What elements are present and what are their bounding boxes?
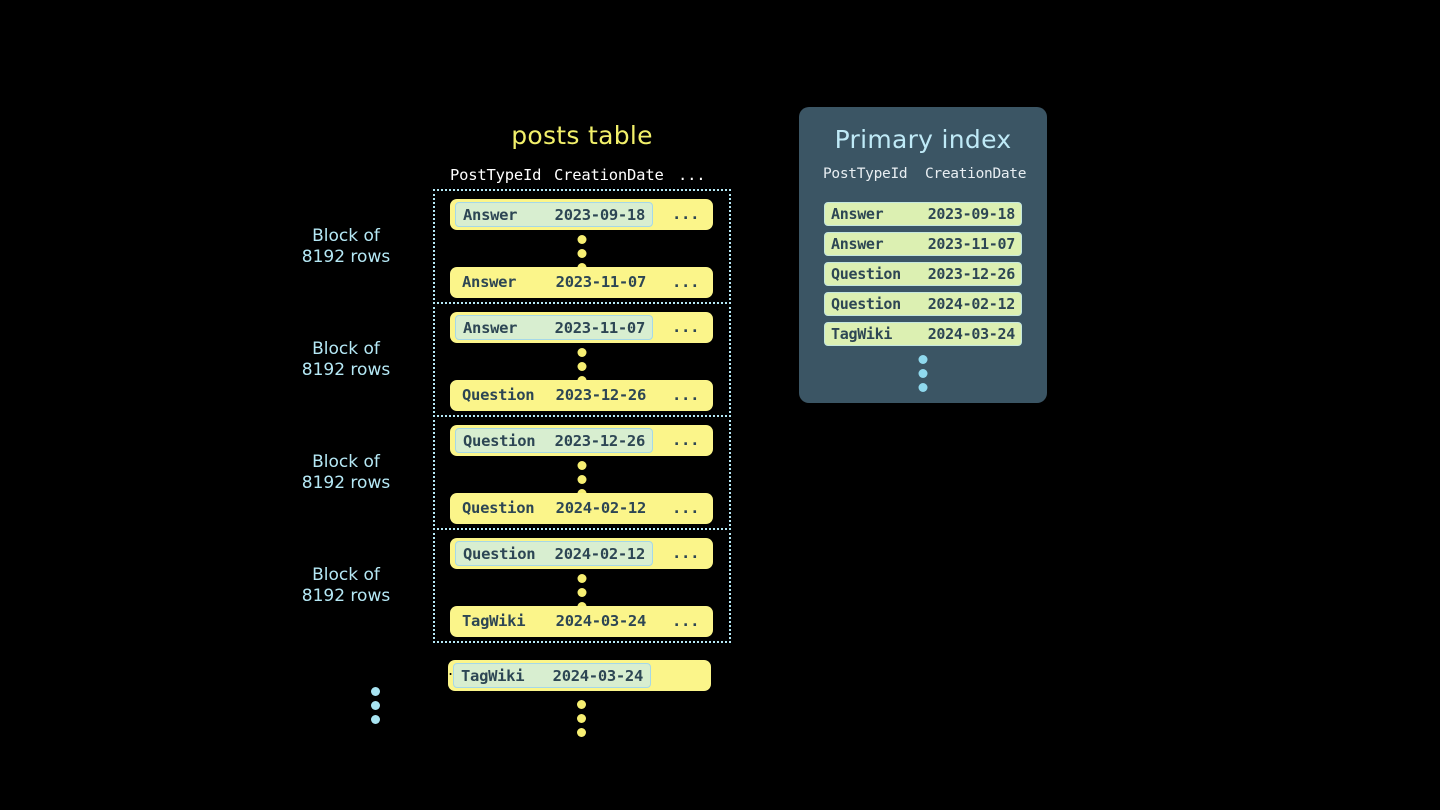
primary-index-title: Primary index [834, 125, 1012, 154]
cell-ellipsis: ... [672, 205, 700, 223]
row-key-group: TagWiki 2024-03-24 [455, 609, 653, 634]
table-row[interactable]: Answer 2023-09-18 ... [450, 199, 713, 230]
cell-posttypeid: Question [463, 432, 536, 450]
primary-index-column-headers: PostTypeId CreationDate [819, 166, 1027, 186]
blocks-continuation-ellipsis-icon [371, 687, 380, 724]
cell-posttypeid: Question [831, 295, 901, 313]
column-header-ellipsis: ... [678, 166, 706, 184]
cell-creationdate: 2023-12-26 [555, 386, 647, 404]
cell-posttypeid: Question [463, 545, 536, 563]
cell-creationdate: 2023-12-26 [554, 432, 646, 450]
index-row[interactable]: Question 2023-12-26 [824, 262, 1022, 286]
row-key-highlight: Answer 2023-11-07 [455, 315, 653, 340]
block-label: Block of 8192 rows [301, 564, 391, 606]
row-key-group: Question 2024-02-12 [455, 496, 653, 521]
table-row[interactable]: Answer 2023-11-07 ... [450, 312, 713, 343]
column-header-creationdate: CreationDate [925, 166, 1027, 182]
cell-creationdate: 2023-09-18 [927, 205, 1016, 223]
cell-posttypeid: Question [462, 386, 535, 404]
table-block: Block of 8192 rows Answer 2023-11-07 ...… [302, 302, 731, 417]
cell-creationdate: 2024-02-12 [555, 499, 647, 517]
cell-posttypeid: Answer [463, 319, 518, 337]
block-label: Block of 8192 rows [301, 225, 391, 267]
cell-creationdate: 2023-11-07 [927, 235, 1016, 253]
cell-creationdate: 2023-12-26 [927, 265, 1016, 283]
row-key-group: Question 2023-12-26 [455, 383, 653, 408]
cell-creationdate: 2023-11-07 [555, 273, 647, 291]
posts-table-blocks: Block of 8192 rows Answer 2023-09-18 ...… [302, 189, 731, 643]
index-row[interactable]: Answer 2023-09-18 [824, 202, 1022, 226]
cell-posttypeid: Question [462, 499, 535, 517]
cell-creationdate: 2023-09-18 [554, 206, 646, 224]
table-row[interactable]: TagWiki 2024-03-24 ... [448, 660, 711, 691]
table-row[interactable]: TagWiki 2024-03-24 ... [450, 606, 713, 637]
cell-creationdate: 2024-02-12 [927, 295, 1016, 313]
cell-ellipsis: ... [672, 318, 700, 336]
table-row[interactable]: Question 2024-02-12 ... [450, 538, 713, 569]
primary-index-panel: Primary index PostTypeId CreationDate An… [799, 107, 1047, 403]
cell-posttypeid: TagWiki [461, 667, 525, 685]
table-row[interactable]: Question 2024-02-12 ... [450, 493, 713, 524]
column-header-posttypeid: PostTypeId [450, 166, 542, 184]
table-block: Block of 8192 rows Question 2023-12-26 .… [302, 415, 731, 530]
cell-posttypeid: Answer [463, 206, 518, 224]
row-key-highlight: Question 2023-12-26 [455, 428, 653, 453]
cell-creationdate: 2024-03-24 [927, 325, 1016, 343]
index-row[interactable]: Answer 2023-11-07 [824, 232, 1022, 256]
table-block: Block of 8192 rows Answer 2023-09-18 ...… [302, 189, 731, 304]
cell-ellipsis: ... [672, 431, 700, 449]
row-key-highlight: TagWiki 2024-03-24 [453, 663, 651, 688]
posts-table-column-headers: PostTypeId CreationDate ... [450, 166, 713, 186]
cell-creationdate: 2024-03-24 [555, 612, 647, 630]
cell-creationdate: 2024-03-24 [552, 667, 644, 685]
block-label: Block of 8192 rows [301, 338, 391, 380]
posts-table-title: posts table [511, 121, 653, 150]
row-key-highlight: Answer 2023-09-18 [455, 202, 653, 227]
index-row[interactable]: Question 2024-02-12 [824, 292, 1022, 316]
row-key-highlight: Question 2024-02-12 [455, 541, 653, 566]
vertical-ellipsis-icon [918, 355, 928, 392]
vertical-ellipsis-icon [577, 700, 586, 737]
table-row[interactable]: Question 2023-12-26 ... [450, 380, 713, 411]
cell-posttypeid: TagWiki [831, 325, 893, 343]
index-row[interactable]: TagWiki 2024-03-24 [824, 322, 1022, 346]
cell-ellipsis: ... [672, 544, 700, 562]
cell-ellipsis: ... [672, 273, 700, 291]
primary-index-rows: Answer 2023-09-18 Answer 2023-11-07 Ques… [824, 202, 1022, 352]
row-key-group: Answer 2023-11-07 [455, 270, 653, 295]
cell-ellipsis: ... [672, 499, 700, 517]
cell-posttypeid: Answer [831, 235, 884, 253]
block-label: Block of 8192 rows [301, 451, 391, 493]
table-row[interactable]: Question 2023-12-26 ... [450, 425, 713, 456]
column-header-creationdate: CreationDate [554, 166, 664, 184]
cell-posttypeid: Answer [831, 205, 884, 223]
cell-ellipsis: ... [672, 612, 700, 630]
cell-ellipsis: ... [672, 386, 700, 404]
cell-posttypeid: Answer [462, 273, 517, 291]
cell-creationdate: 2024-02-12 [554, 545, 646, 563]
cell-posttypeid: TagWiki [462, 612, 526, 630]
table-row[interactable]: Answer 2023-11-07 ... [450, 267, 713, 298]
column-header-posttypeid: PostTypeId [823, 166, 908, 182]
cell-posttypeid: Question [831, 265, 901, 283]
table-block: Block of 8192 rows Question 2024-02-12 .… [302, 528, 731, 643]
cell-creationdate: 2023-11-07 [554, 319, 646, 337]
